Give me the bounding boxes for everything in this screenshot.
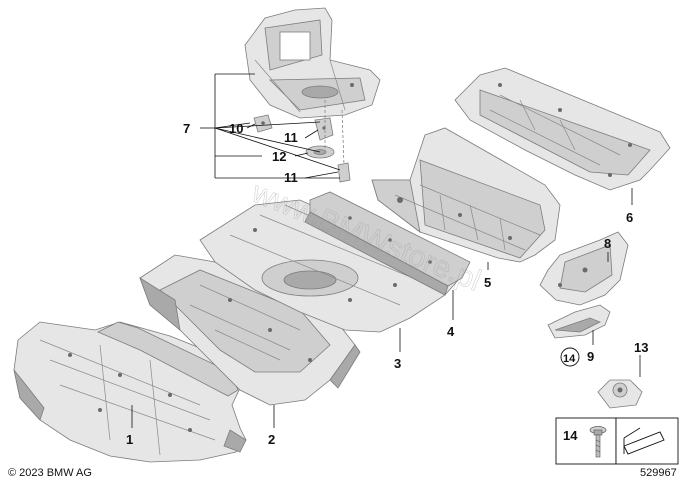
svg-text:14: 14: [563, 353, 576, 365]
label-part-13: 13: [634, 340, 648, 355]
floor-panel-part-1[interactable]: [13, 321, 247, 463]
legend-box: 14 529967: [555, 417, 679, 479]
label-part-3: 3: [394, 356, 401, 371]
clip-part-10[interactable]: [253, 114, 273, 133]
trunk-panel-part-6[interactable]: [454, 67, 671, 191]
clip-part-11-upper[interactable]: [314, 117, 334, 141]
label-part-9: 9: [587, 349, 594, 364]
bracket-part-9[interactable]: [547, 304, 611, 339]
leader-lines: [131, 73, 641, 428]
label-part-8: 8: [604, 236, 611, 251]
floor-section-part-2[interactable]: [139, 254, 361, 406]
clip-part-11-lower[interactable]: [337, 162, 351, 183]
label-part-7: 7: [183, 121, 190, 136]
label-part-1: 1: [126, 432, 133, 447]
label-part-2: 2: [268, 432, 275, 447]
assembly-axis-line: [341, 109, 345, 166]
label-part-11-lower: 11: [284, 170, 298, 185]
cross-member-part-4[interactable]: [304, 191, 471, 296]
arrow-icon: [623, 427, 665, 455]
legend-item-label: 14: [563, 428, 578, 443]
circled-ref-14: 14: [560, 347, 580, 367]
copyright: © 2023 BMW AG: [8, 467, 92, 479]
part-numbers: 1 2 3 4 5 6 7 8 9 10 11 12 11 13: [126, 121, 648, 447]
label-part-5: 5: [484, 275, 491, 290]
label-part-4: 4: [447, 324, 455, 339]
label-part-10: 10: [229, 121, 243, 136]
bracket-part-8[interactable]: [539, 231, 629, 306]
bolt-icon: [589, 426, 607, 458]
label-part-11-upper: 11: [284, 130, 298, 145]
floor-panel-part-3[interactable]: [199, 199, 461, 333]
battery-tray-part-7[interactable]: [244, 7, 381, 119]
label-part-6: 6: [626, 210, 633, 225]
nut-part-13[interactable]: [597, 379, 643, 409]
label-part-12: 12: [272, 149, 286, 164]
trunk-floor-part-5[interactable]: [371, 127, 561, 263]
diagram-number: 529967: [640, 467, 677, 479]
